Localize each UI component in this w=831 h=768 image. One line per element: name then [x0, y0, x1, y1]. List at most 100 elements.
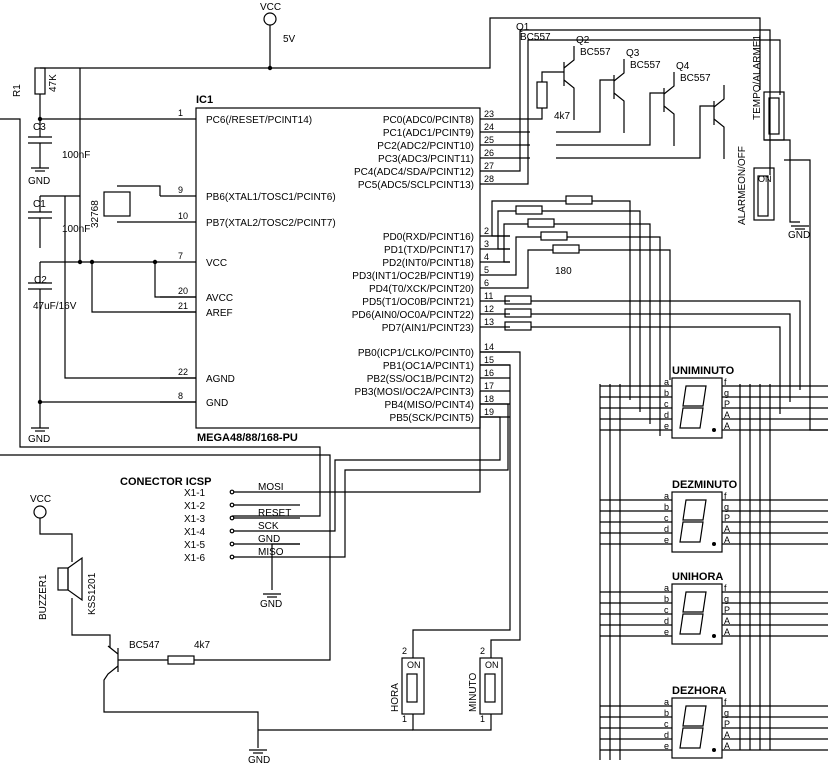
q1-ref: Q1 — [516, 22, 530, 33]
c3-ref: C3 — [33, 122, 46, 133]
supply-5v-label: 5V — [283, 34, 296, 45]
vcc-left-terminal — [33, 505, 47, 519]
buzzer-base-resistor — [167, 655, 195, 665]
tempo-alarme-switch-slider — [768, 97, 780, 135]
hora-label: HORA — [390, 683, 401, 712]
buzzer-speaker-icon — [67, 556, 83, 602]
display-pin-right: A — [724, 627, 730, 637]
icsp-signal-label: GND — [258, 534, 280, 545]
icsp-pin — [229, 489, 235, 495]
wire — [592, 200, 631, 400]
c1-value: 100nF — [62, 224, 90, 235]
ic1-pin-number: 18 — [484, 394, 494, 404]
hora-switch — [401, 657, 425, 715]
wire — [510, 236, 541, 276]
ic1-pin-name: PB2(SS/OC1B/PCINT2) — [367, 374, 474, 385]
ic1-pin-name: PC1(ADC1/PCINT9) — [383, 128, 474, 139]
ic1-pin-name: AVCC — [206, 293, 233, 304]
icsp-pin-number: X1-3 — [184, 514, 206, 525]
ic1-pin-name: PB5(SCK/PCINT5) — [390, 413, 474, 424]
ic1-pin-name: PB1(OC1A/PCINT1) — [383, 361, 474, 372]
icsp-pin-number: X1-6 — [184, 553, 206, 564]
ic1-pin-number: 6 — [484, 278, 489, 288]
ground-label: GND — [28, 434, 50, 445]
ic1-pin-name: PD6(AIN0/OC0A/PCINT22) — [352, 310, 474, 321]
ic1-pin-number: 4 — [484, 252, 489, 262]
wire — [531, 300, 801, 390]
buzzer-resistor-value: 4k7 — [194, 640, 211, 651]
display-pin-right: A — [724, 410, 730, 420]
ic1-pin-number: 27 — [484, 161, 494, 171]
display-pin-left: e — [664, 741, 669, 751]
display-pin-left: c — [664, 399, 669, 409]
q1-type: BC557 — [520, 32, 551, 43]
q3-type: BC557 — [630, 60, 661, 71]
display-pin-right: A — [724, 741, 730, 751]
c3-value: 100nF — [62, 150, 90, 161]
ic1-pin-number: 2 — [484, 226, 489, 236]
ic1-pin-number: 20 — [178, 286, 188, 296]
display-pin-right: g — [724, 502, 729, 512]
wire — [480, 351, 521, 658]
wire — [300, 403, 509, 558]
ic1-pin-number: 5 — [484, 265, 489, 275]
display-pin-left: b — [664, 594, 669, 604]
display-pin-right: P — [724, 605, 730, 615]
alarme-onoff-label: ALARMEON/OFF — [737, 146, 748, 225]
tempo-alarme-switch — [763, 91, 785, 141]
display-pin-right: g — [724, 594, 729, 604]
display-pin-left: e — [664, 627, 669, 637]
ic1-pin-name: PD0(RXD/PCINT16) — [383, 232, 474, 243]
ic1-pin-name: PD5(T1/OC0B/PCINT21) — [362, 297, 474, 308]
seven-segment-glyph — [679, 705, 707, 749]
icsp-pin-number: X1-2 — [184, 501, 206, 512]
icsp-pin — [229, 528, 235, 534]
c2-value: 47uF/16V — [33, 301, 77, 312]
wire — [107, 645, 119, 655]
seven-segment-display-body — [671, 377, 723, 439]
wire — [91, 262, 196, 313]
icsp-pin — [229, 554, 235, 560]
ic1-pin-number: 13 — [484, 317, 494, 327]
minuto-pin1: 1 — [480, 714, 485, 724]
wire — [510, 108, 543, 120]
seven-segment-display-body — [671, 491, 723, 553]
ic1-pin-number: 25 — [484, 135, 494, 145]
display-pin-left: b — [664, 708, 669, 718]
display-pin-right: f — [724, 491, 727, 501]
icsp-title: CONECTOR ICSP — [120, 476, 211, 488]
q2-ref: Q2 — [576, 35, 590, 46]
ic1-pin-name: GND — [206, 398, 228, 409]
wire — [64, 196, 196, 379]
wire — [556, 105, 714, 159]
bc547-label: BC547 — [129, 640, 160, 651]
wire — [71, 598, 111, 648]
alarme-onoff-switch — [753, 167, 775, 221]
wire — [541, 71, 564, 82]
wire — [491, 200, 566, 237]
ic1-pin-number: 11 — [484, 291, 493, 301]
q3-ref: Q3 — [626, 48, 640, 59]
display-pin-right: P — [724, 719, 730, 729]
hora-pin1: 1 — [402, 714, 407, 724]
ic1-pin-number: 14 — [484, 342, 494, 352]
q1-emitter — [563, 46, 575, 69]
wire — [510, 29, 771, 175]
wire — [412, 364, 511, 658]
minuto-pin2: 2 — [480, 646, 485, 656]
segment-resistor — [527, 218, 555, 228]
q2-type: BC557 — [580, 47, 611, 58]
ic1-pin-number: 19 — [484, 407, 494, 417]
wire — [542, 210, 641, 412]
display-pin-left: d — [664, 524, 669, 534]
q2-collector — [613, 92, 625, 133]
ic1-pin-number: 21 — [178, 301, 188, 311]
ic1-pin-number: 22 — [178, 367, 188, 377]
display-pin-left: c — [664, 513, 669, 523]
ic1-pin-name: PB6(XTAL1/TOSC1/PCINT6) — [206, 192, 336, 203]
seven-segment-glyph — [679, 591, 707, 635]
ic1-pin-name: PD3(INT1/OC2B/PCINT19) — [352, 271, 474, 282]
wire — [39, 518, 73, 562]
q4-collector — [713, 118, 725, 159]
